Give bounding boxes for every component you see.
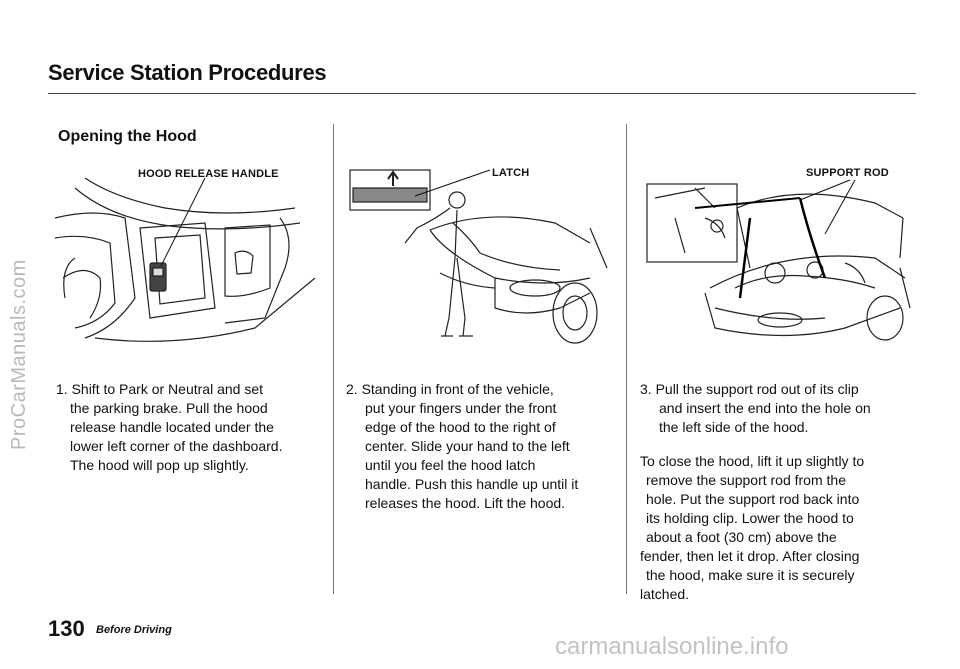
support-rod-illustration: [646, 179, 911, 341]
header-divider: [48, 93, 916, 94]
step-2-line: 2. Standing in front of the vehicle,: [346, 381, 554, 397]
footer-section-name: Before Driving: [96, 624, 172, 636]
callout-support-rod: SUPPORT ROD: [806, 167, 889, 179]
step-1-line: The hood will pop up slightly.: [70, 457, 249, 473]
step-3-line: and insert the end into the hole on: [659, 400, 871, 416]
page-title: Service Station Procedures: [48, 60, 327, 85]
closing-line: about a foot (30 cm) above the: [646, 529, 837, 545]
callout-latch: LATCH: [492, 167, 530, 179]
step-1-line: release handle located under the: [70, 419, 274, 435]
hood-release-illustration: [54, 177, 316, 342]
step-3-line: 3. Pull the support rod out of its clip: [640, 381, 859, 397]
bottom-watermark: carmanualsonline.info: [555, 633, 789, 660]
step-1-line: 1. Shift to Park or Neutral and set: [56, 381, 263, 397]
closing-line: To close the hood, lift it up slightly t…: [640, 453, 865, 469]
side-watermark: ProCarManuals.com: [8, 259, 30, 450]
page-number: 130: [48, 616, 85, 641]
step-2-line: edge of the hood to the right of: [365, 419, 556, 435]
closing-line: hole. Put the support rod back into: [646, 491, 860, 507]
step-3-line: the left side of the hood.: [659, 419, 809, 435]
step-1-line: the parking brake. Pull the hood: [70, 400, 268, 416]
step-1-text: 1. Shift to Park or Neutral and set the …: [56, 380, 282, 475]
callout-hood-release-handle: HOOD RELEASE HANDLE: [138, 168, 279, 180]
step-2-line: put your fingers under the front: [365, 400, 557, 416]
closing-line: remove the support rod from the: [646, 472, 846, 488]
column-divider-right: [626, 124, 627, 594]
step-2-text: 2. Standing in front of the vehicle, put…: [346, 380, 578, 513]
step-1-line: lower left corner of the dashboard.: [70, 438, 283, 454]
closing-line: fender, then let it drop. After closing: [640, 548, 860, 564]
step-3-text: 3. Pull the support rod out of its clip …: [640, 380, 871, 437]
latch-illustration: [349, 169, 608, 344]
closing-line: the hood, make sure it is securely: [646, 567, 855, 583]
closing-line: its holding clip. Lower the hood to: [646, 510, 854, 526]
column-divider-left: [333, 124, 334, 594]
step-2-line: until you feel the hood latch: [365, 457, 536, 473]
section-title: Opening the Hood: [58, 128, 197, 145]
closing-paragraph: To close the hood, lift it up slightly t…: [640, 452, 864, 604]
closing-line: latched.: [640, 586, 690, 602]
step-2-line: center. Slide your hand to the left: [365, 438, 570, 454]
step-2-line: releases the hood. Lift the hood.: [365, 495, 566, 511]
step-2-line: handle. Push this handle up until it: [365, 476, 579, 492]
